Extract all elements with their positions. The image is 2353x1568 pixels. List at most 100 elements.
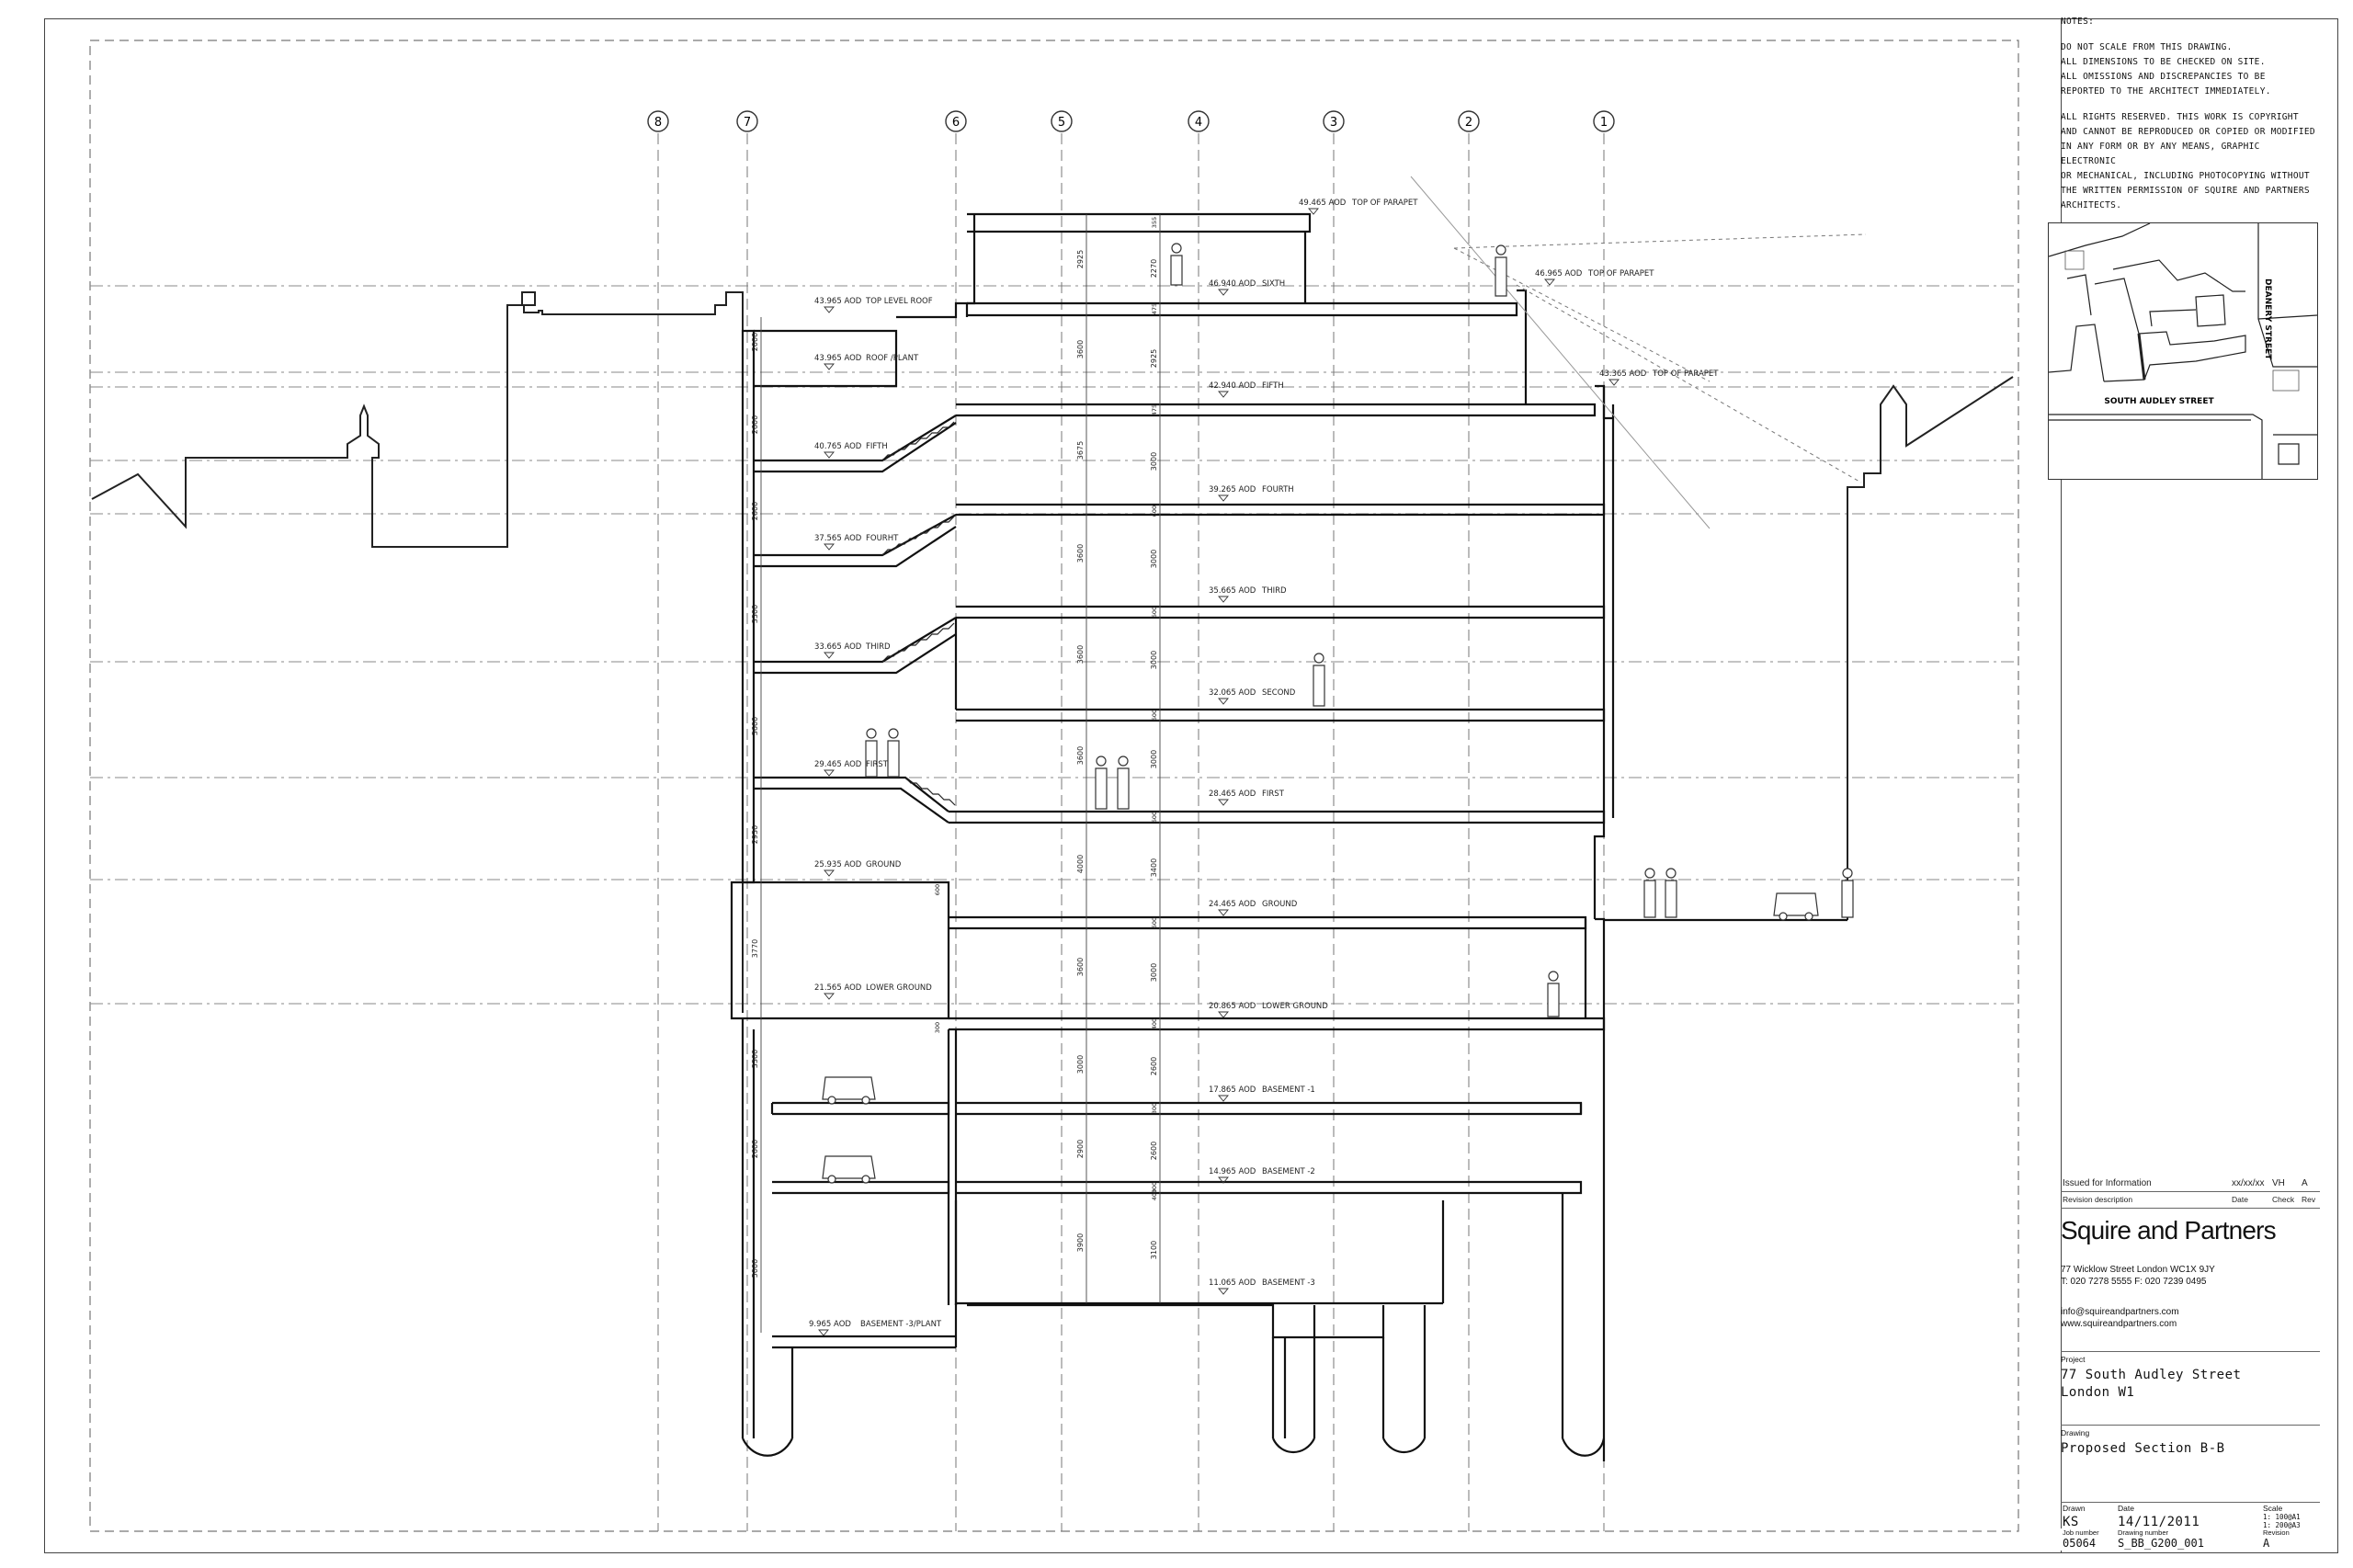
person-icon [1643,868,1656,918]
dimension-value: 2900 [1076,1140,1085,1158]
dimension-value: 3600 [1076,340,1085,358]
firm-address: 77 Wicklow Street London WC1X 9JY [2061,1265,2215,1275]
level-lines [90,285,2018,1005]
grid-label: 6 [952,116,960,130]
stairs [881,421,956,806]
level-marker-icon [818,1329,829,1336]
sight-lines-solid [1410,176,1711,529]
level-aod: 43.965 AOD [814,354,862,363]
scale-value-1: 1: 100@A1 [2263,1513,2301,1521]
level-marker-icon [1218,494,1229,502]
level-aod: 25.935 AOD [814,860,862,869]
level-marker-icon [1544,278,1555,286]
dimension-value: 2270 [1150,259,1158,278]
note-line: DO NOT SCALE FROM THIS DRAWING. [2061,42,2233,52]
drawing-block: Drawing Proposed Section B-B [2061,1428,2320,1456]
meta-row-1: Drawn KS Date 14/11/2011 Scale 1: 100@A1… [2061,1504,2320,1540]
dimension-lines [760,214,1161,1333]
revision-label: Revision [2263,1528,2290,1537]
slab-dimension: 600 [1151,506,1158,517]
neighbour-building-left [91,291,744,1013]
level-marker-icon [824,652,835,659]
level-marker-icon [1218,1011,1229,1018]
person-icon [1170,243,1183,286]
person-icon [1665,868,1677,918]
level-name: GROUND [1262,900,1298,909]
dimension-value: 2600 [751,1140,759,1158]
figures [822,243,1854,1184]
level-name: BASEMENT -2 [1262,1167,1315,1176]
level-name: TOP LEVEL ROOF [865,297,933,306]
revision-header-date: Date [2232,1195,2248,1204]
firm-email: info@squireandpartners.com [2061,1307,2179,1317]
project-label: Project [2061,1355,2086,1364]
level-marker-icon [1308,208,1319,215]
note-line: THE WRITTEN PERMISSION OF SQUIRE AND PAR… [2061,186,2310,196]
dimension-value: 2600 [751,415,759,434]
dimension-value: 4000 [1076,855,1085,873]
slab-dimension: 300 [934,1022,941,1033]
sight-lines [1453,233,1867,483]
grid-label: 3 [1330,116,1337,130]
level-marker-icon [1218,1095,1229,1102]
slab-dimension: 300 [1151,1182,1158,1193]
drawing-title: Proposed Section B-B [2061,1441,2225,1456]
slab-dimension: 300 [1151,1103,1158,1114]
level-name: ROOF /PLANT [866,354,919,363]
grid-bubble-2: 2 [1458,110,1480,132]
revision-header-description: Revision description [2063,1195,2133,1204]
person-icon [1841,868,1854,918]
grid-label: 4 [1195,116,1202,130]
level-aod: 21.565 AOD [814,983,862,993]
level-aod: 32.065 AOD [1209,688,1256,698]
level-aod: 39.265 AOD [1209,485,1256,494]
level-aod: 17.865 AOD [1209,1085,1256,1095]
dimension-value: 3300 [751,605,759,623]
level-marker-icon [1608,379,1620,386]
dimension-value: 2000 [751,333,759,351]
level-aod: 43.365 AOD [1599,369,1647,379]
note-line: REPORTED TO THE ARCHITECT IMMEDIATELY. [2061,86,2271,97]
grid-bubble-3: 3 [1323,110,1345,132]
divider [2061,1351,2320,1352]
dimension-labels: 2000260026003300360029303770330026005000… [751,217,1158,1278]
dimension-value: 3000 [1076,1055,1085,1074]
date-label: Date [2118,1504,2134,1513]
dimension-value: 3600 [1076,958,1085,976]
level-marker-icon [1218,1176,1229,1184]
date-value: 14/11/2011 [2118,1515,2200,1529]
slab-dimension: 600 [1151,917,1158,928]
grid-bubble-6: 6 [945,110,967,132]
dimension-value: 2925 [1076,250,1085,268]
level-marker-icon [824,993,835,1000]
slab-dimension: 600 [1151,607,1158,618]
grid-label: 2 [1465,116,1472,130]
level-marker-icon [1218,289,1229,296]
dimension-value: 3600 [1076,746,1085,765]
building-section [730,212,1847,1461]
level-marker-icon [1218,391,1229,398]
car-icon [822,1155,876,1184]
level-aod: 14.965 AOD [1209,1167,1256,1176]
dimension-value: 3000 [1150,963,1158,982]
notes: NOTES: DO NOT SCALE FROM THIS DRAWING. A… [2061,15,2320,224]
person-icon [865,728,878,778]
note-line: ALL OMISSIONS AND DISCREPANCIES TO BE [2061,72,2266,82]
slab-dimension: 400 [1151,1018,1158,1029]
revision-description: Issued for Information [2063,1178,2152,1188]
level-aod: 24.465 AOD [1209,900,1256,909]
slab-dimension: 600 [934,884,941,895]
revision-check: VH [2272,1178,2285,1188]
note-line: IN ANY FORM OR BY ANY MEANS, GRAPHIC ELE… [2061,142,2260,166]
slab-dimension: 600 [1151,812,1158,823]
drawn-label: Drawn [2063,1504,2086,1513]
level-aod: 11.065 AOD [1209,1278,1256,1288]
level-marker-icon [824,363,835,370]
person-icon [887,728,900,778]
drawing-frame [89,40,2019,1532]
grid-bubble-4: 4 [1188,110,1210,132]
person-icon [1095,756,1108,810]
notes-heading: NOTES: [2061,17,2095,27]
grid-label: 1 [1600,116,1608,130]
